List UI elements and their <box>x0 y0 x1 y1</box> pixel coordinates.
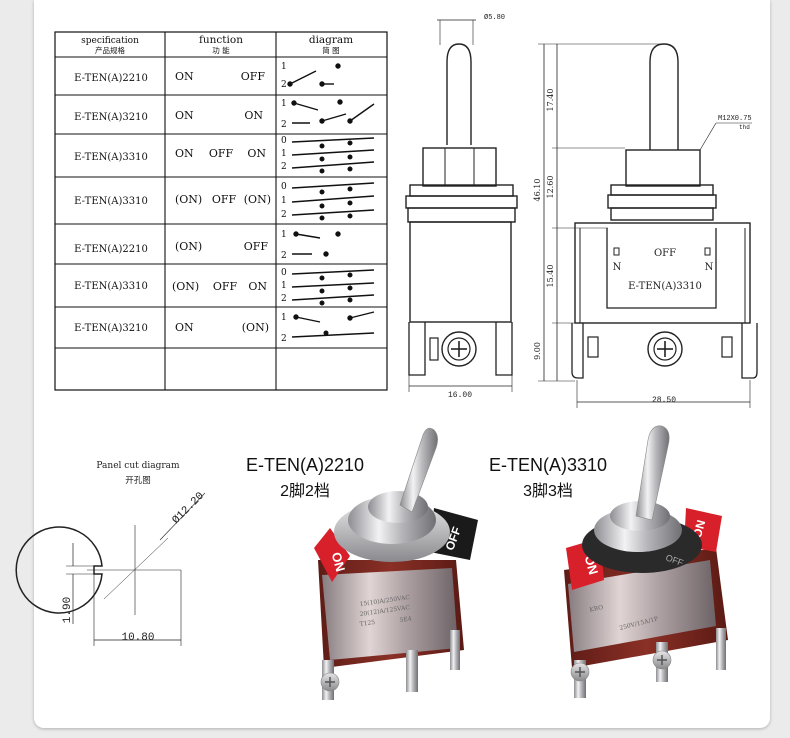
thread-note-sub: thd <box>739 124 750 131</box>
table-cell-func: ON <box>175 70 194 83</box>
svg-text:1: 1 <box>281 149 287 159</box>
product-photo-3310: E-TEN(A)3310 3脚3档 KRO 250V/15A/1P ON ON … <box>489 425 728 698</box>
svg-text:2: 2 <box>281 162 287 172</box>
svg-text:2: 2 <box>281 294 287 304</box>
table-cell-model: E-TEN(A)3210 <box>74 323 148 334</box>
header-diagram-en: diagram <box>309 34 353 46</box>
product-desc: 3脚3档 <box>523 482 573 500</box>
panel-cut-diagram: Panel cut diagram 开孔图 Ø12.20 1.90 10.80 <box>15 461 207 646</box>
table-cell-func: OFF <box>209 147 234 160</box>
header-spec-en: specification <box>81 36 139 46</box>
header-func-zh: 功 能 <box>212 45 230 55</box>
table-cell-func: (ON) <box>175 240 202 253</box>
table-cell-func: (ON) <box>242 321 269 334</box>
table-cell-func: (ON) <box>175 193 202 206</box>
dim-front-width: 28.50 <box>652 396 676 405</box>
side-view-drawing: Ø5.80 16.00 <box>405 13 518 400</box>
header-diagram-zh: 简 图 <box>322 45 339 55</box>
table-cell-model: E-TEN(A)3210 <box>74 112 148 123</box>
svg-text:1: 1 <box>281 313 287 323</box>
spec-table: specification 产品规格 function 功 能 diagram … <box>54 31 388 391</box>
table-cell-func: ON <box>175 147 194 160</box>
front-view-drawing: 17.40 46.10 12.60 15.40 9.00 M12X0.75 th… <box>533 43 758 408</box>
svg-text:0: 0 <box>281 268 287 278</box>
table-cell-func: ON <box>247 147 266 160</box>
svg-text:2: 2 <box>281 120 287 130</box>
table-frame <box>54 31 388 391</box>
svg-text:2: 2 <box>281 210 287 220</box>
table-cell-func: OFF <box>212 193 237 206</box>
svg-text:0: 0 <box>281 136 287 146</box>
product-photo-2210: E-TEN(A)2210 2脚2档 15(10)A/250VAC 20(12)A… <box>246 427 478 700</box>
table-cell-func: OFF <box>213 280 238 293</box>
dim-thread-height: 12.60 <box>546 176 555 199</box>
product-model: E-TEN(A)3310 <box>489 455 607 475</box>
table-cell-func: (ON) <box>244 193 271 206</box>
product-desc: 2脚2档 <box>280 482 330 500</box>
table-cell-model: E-TEN(A)2210 <box>74 244 148 255</box>
svg-text:1: 1 <box>281 230 287 240</box>
table-cell-model: E-TEN(A)3310 <box>74 196 148 207</box>
panel-cut-key: 1.90 <box>62 597 74 623</box>
table-cell-func: ON <box>244 109 263 122</box>
plate-n-right: N <box>705 262 714 273</box>
dim-body-height: 15.40 <box>546 265 555 288</box>
table-cell-func: ON <box>248 280 267 293</box>
panel-cut-width: 10.80 <box>121 632 154 644</box>
svg-text:2: 2 <box>281 80 287 90</box>
dim-lever-height: 17.40 <box>546 89 555 112</box>
svg-text:1: 1 <box>281 99 287 109</box>
body-rating: T125 <box>359 619 375 628</box>
header-spec-zh: 产品规格 <box>95 45 125 55</box>
table-cell-func: ON <box>175 109 194 122</box>
panel-cut-title: Panel cut diagram <box>96 461 180 471</box>
header-func-en: function <box>199 34 243 46</box>
table-cell-func: OFF <box>244 240 269 253</box>
thread-note: M12X0.75 <box>718 115 752 123</box>
svg-text:1: 1 <box>281 62 287 72</box>
plate-n-left: N <box>613 262 622 273</box>
table-cell-func: ON <box>175 321 194 334</box>
dim-terminal-height: 9.00 <box>533 342 542 360</box>
dim-top-diameter: Ø5.80 <box>484 13 505 22</box>
body-rating: 5E4 <box>399 615 412 624</box>
paddle-on: ON <box>329 550 349 573</box>
svg-text:1: 1 <box>281 281 287 291</box>
panel-cut-subtitle: 开孔图 <box>125 476 151 486</box>
table-cell-model: E-TEN(A)2210 <box>74 73 148 84</box>
table-cell-model: E-TEN(A)3310 <box>74 281 148 292</box>
table-cell-func: OFF <box>241 70 266 83</box>
plate-model-label: E-TEN(A)3310 <box>628 281 702 292</box>
plate-off-label: OFF <box>654 248 676 259</box>
dim-total-height: 46.10 <box>533 179 542 202</box>
dim-side-width: 16.00 <box>448 391 472 400</box>
table-cell-model: E-TEN(A)3310 <box>74 152 148 163</box>
table-cell-func: (ON) <box>172 280 199 293</box>
svg-text:2: 2 <box>281 334 287 344</box>
svg-text:2: 2 <box>281 251 287 261</box>
body-brand: KRO <box>589 604 604 614</box>
svg-text:1: 1 <box>281 196 287 206</box>
circuit-diagram: 1 2 1 2 0 1 2 0 1 2 1 2 0 1 2 <box>281 62 375 344</box>
panel-cut-diameter: Ø12.20 <box>170 490 206 526</box>
product-model: E-TEN(A)2210 <box>246 455 364 475</box>
svg-text:0: 0 <box>281 182 287 192</box>
